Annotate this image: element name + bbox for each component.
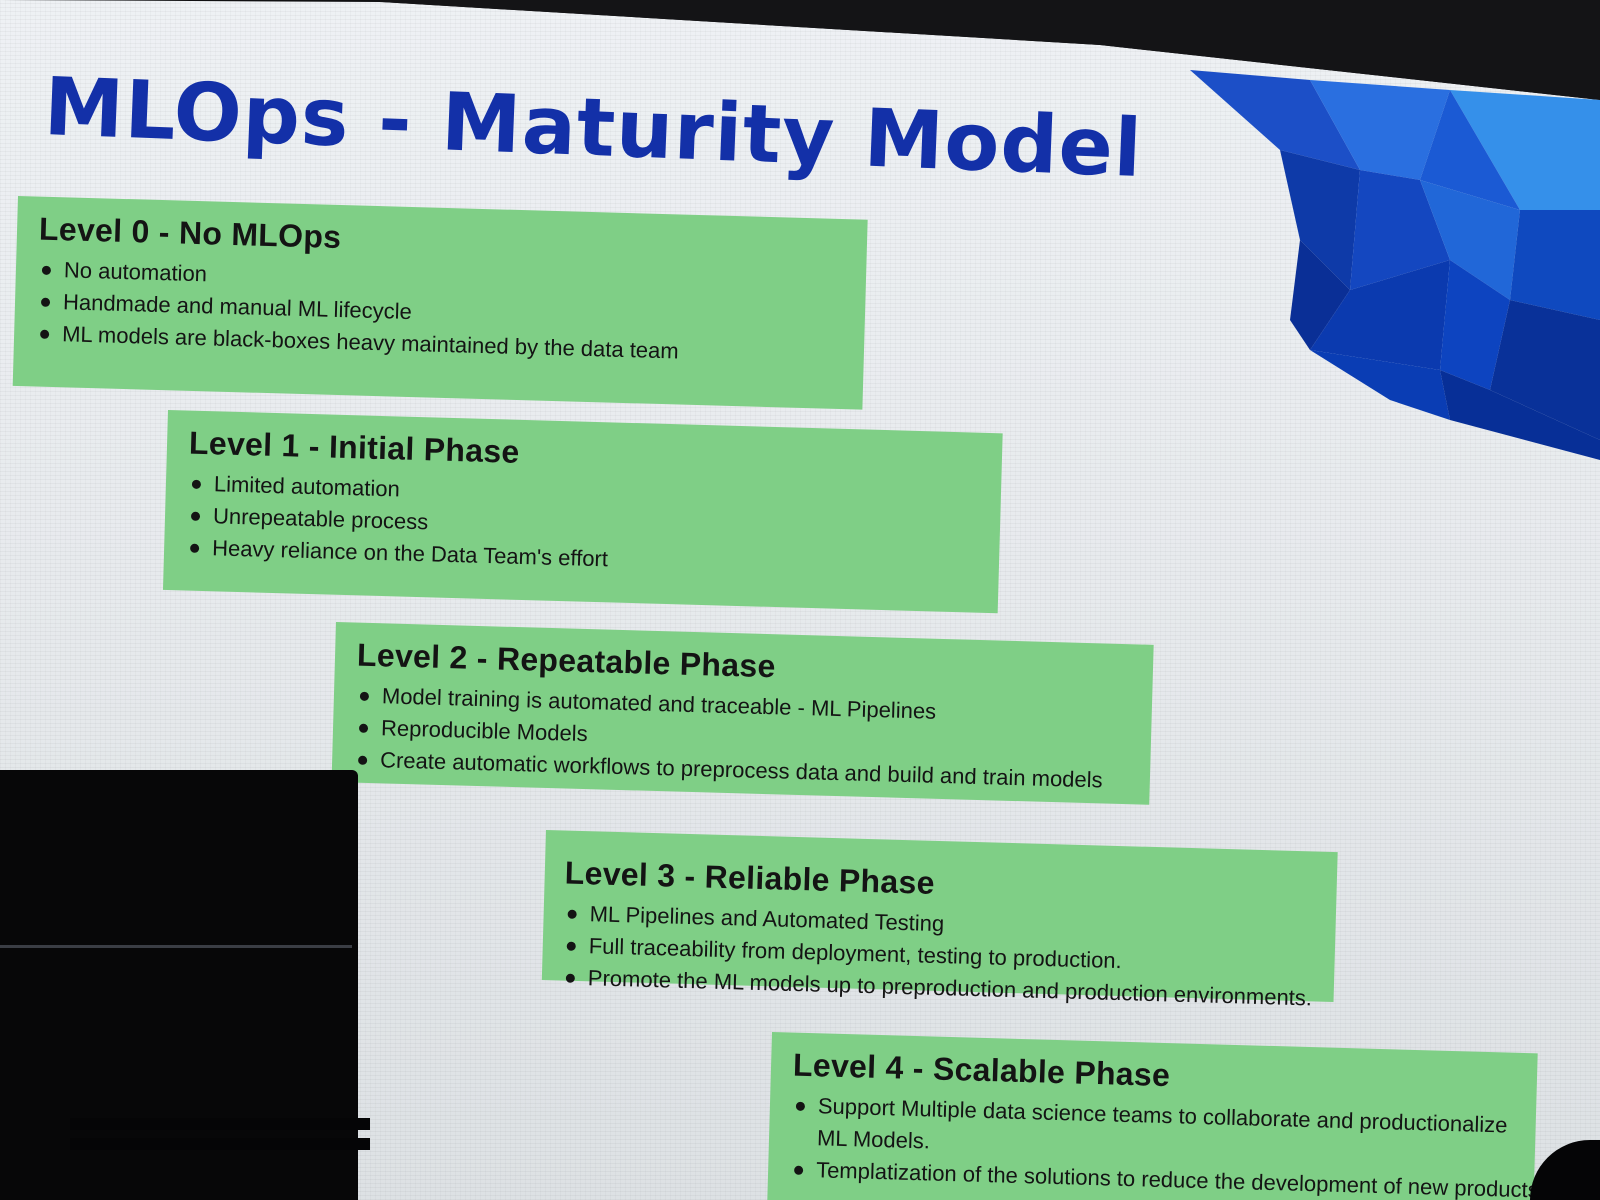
blue-polygon-decoration	[1190, 70, 1600, 460]
level-0-bullets: No automation Handmade and manual ML lif…	[36, 254, 844, 372]
podium-edge-highlight	[0, 945, 352, 948]
level-2-bullets: Model training is automated and traceabl…	[354, 680, 1130, 798]
level-4-box: Level 4 - Scalable Phase Support Multipl…	[766, 1032, 1539, 1200]
stage-rail-silhouette	[70, 1118, 370, 1130]
level-4-bullets: Support Multiple data science teams to c…	[790, 1090, 1539, 1200]
level-1-box: Level 1 - Initial Phase Limited automati…	[162, 410, 1003, 614]
level-2-box: Level 2 - Repeatable Phase Model trainin…	[331, 622, 1154, 805]
podium-silhouette	[0, 770, 358, 1200]
level-1-bullets: Limited automation Unrepeatable process …	[186, 468, 979, 586]
level-3-box: Level 3 - Reliable Phase ML Pipelines an…	[541, 830, 1338, 1010]
level-0-box: Level 0 - No MLOps No automation Handmad…	[12, 196, 868, 410]
